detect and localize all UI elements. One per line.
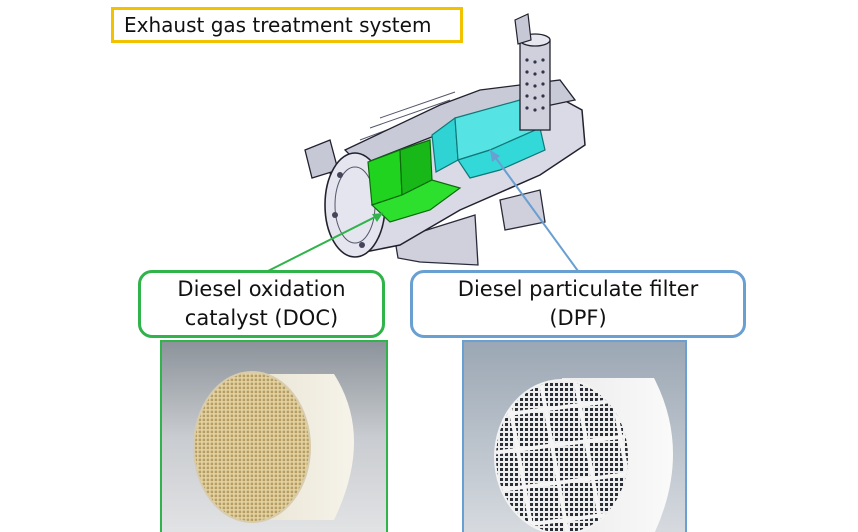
dpf-pointer-arrowhead [490,150,500,162]
mounting-bracket [394,189,546,266]
diagram-title: Exhaust gas treatment system [124,13,432,37]
doc-section [367,139,462,223]
outlet-pipe [514,13,551,131]
doc-label-box: Diesel oxidation catalyst (DOC) [138,270,385,338]
doc-pointer-arrowhead [372,213,383,222]
diagram-title-box: Exhaust gas treatment system [111,7,463,43]
doc-pointer-line [267,212,384,272]
doc-label-line1: Diesel oxidation [177,277,346,301]
dpf-label-box: Diesel particulate filter (DPF) [410,270,746,338]
dpf-pointer-line [489,149,579,272]
dpf-section [431,99,546,179]
dpf-label-line2: (DPF) [549,306,607,330]
doc-label-line2: catalyst (DOC) [184,306,339,330]
dpf-photo [462,340,687,532]
dpf-label-line1: Diesel particulate filter [457,277,699,301]
doc-photo [160,340,388,532]
